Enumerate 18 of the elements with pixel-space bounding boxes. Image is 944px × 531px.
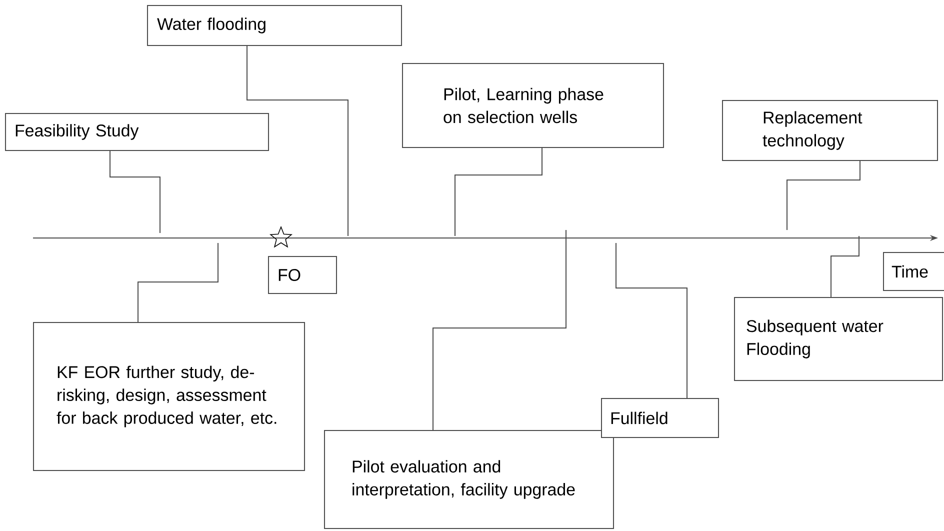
leader-line xyxy=(786,160,860,230)
text-box: Feasibility Study xyxy=(5,113,269,151)
text-box: FO xyxy=(268,256,337,294)
text-box: Replacement technology xyxy=(722,100,938,161)
text-box: Pilot evaluation and interpretation, facility upgrade xyxy=(324,430,614,529)
leader-line xyxy=(432,230,566,430)
leader-line xyxy=(616,242,688,398)
leader-line xyxy=(138,242,218,322)
text-box: Subsequent water Flooding xyxy=(734,297,943,381)
text-box: Time xyxy=(883,252,944,291)
text-box: KF EOR further study, de-risking, design, assessment for back produced water, etc. xyxy=(33,322,305,471)
leader-line xyxy=(830,236,860,298)
text-box: Water flooding xyxy=(147,5,402,46)
text-box: Pilot, Learning phase on selection wells xyxy=(402,63,664,148)
text-box: Fullfield xyxy=(601,398,719,438)
leader-line xyxy=(110,150,160,234)
leader-line xyxy=(246,46,348,236)
leader-line xyxy=(454,148,542,236)
